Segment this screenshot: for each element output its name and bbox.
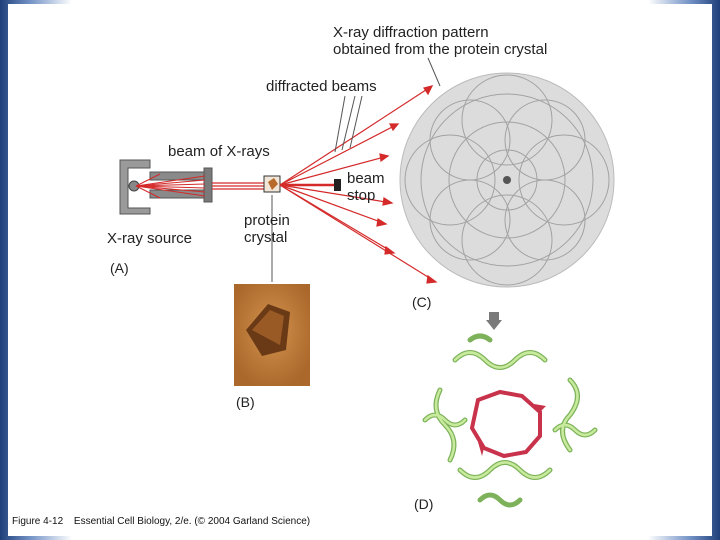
xray-source-label: X-ray source bbox=[107, 230, 193, 247]
panel-label-b: (B) bbox=[236, 394, 255, 410]
panel-label-d: (D) bbox=[414, 496, 434, 512]
crystal-sample bbox=[268, 178, 278, 190]
protein-crystal-label-line1: protein bbox=[244, 212, 290, 229]
beam-stop bbox=[334, 179, 341, 191]
slide-background bbox=[8, 4, 712, 536]
panel-label-c: (C) bbox=[412, 294, 432, 310]
diffracted-beams bbox=[279, 85, 438, 284]
panel-label-a: (A) bbox=[110, 260, 129, 276]
diffraction-pattern bbox=[399, 72, 615, 288]
figure-caption: Figure 4-12 Essential Cell Biology, 2/e.… bbox=[12, 516, 310, 527]
diffracted-beams-label: diffracted beams bbox=[266, 78, 377, 95]
crystal-photo bbox=[234, 284, 310, 386]
diffraction-pattern-label-line1: X-ray diffraction pattern bbox=[333, 24, 489, 41]
incident-beam bbox=[212, 182, 264, 190]
down-arrow-icon bbox=[486, 312, 502, 330]
xray-source-apparatus bbox=[119, 159, 213, 215]
caption-figure-number: Figure 4-12 bbox=[12, 516, 64, 527]
beam-of-xrays-label: beam of X-rays bbox=[168, 143, 270, 160]
beam-stop-label-line1: beam bbox=[347, 170, 385, 187]
protein-crystal-label-line2: crystal bbox=[244, 229, 288, 246]
diffraction-pattern-label-line2: obtained from the protein crystal bbox=[333, 41, 548, 58]
protein-structure bbox=[422, 333, 598, 508]
caption-source: Essential Cell Biology, 2/e. (© 2004 Gar… bbox=[73, 516, 311, 527]
beam-stop-label-line2: stop bbox=[347, 187, 376, 204]
leader-lines bbox=[271, 57, 441, 282]
